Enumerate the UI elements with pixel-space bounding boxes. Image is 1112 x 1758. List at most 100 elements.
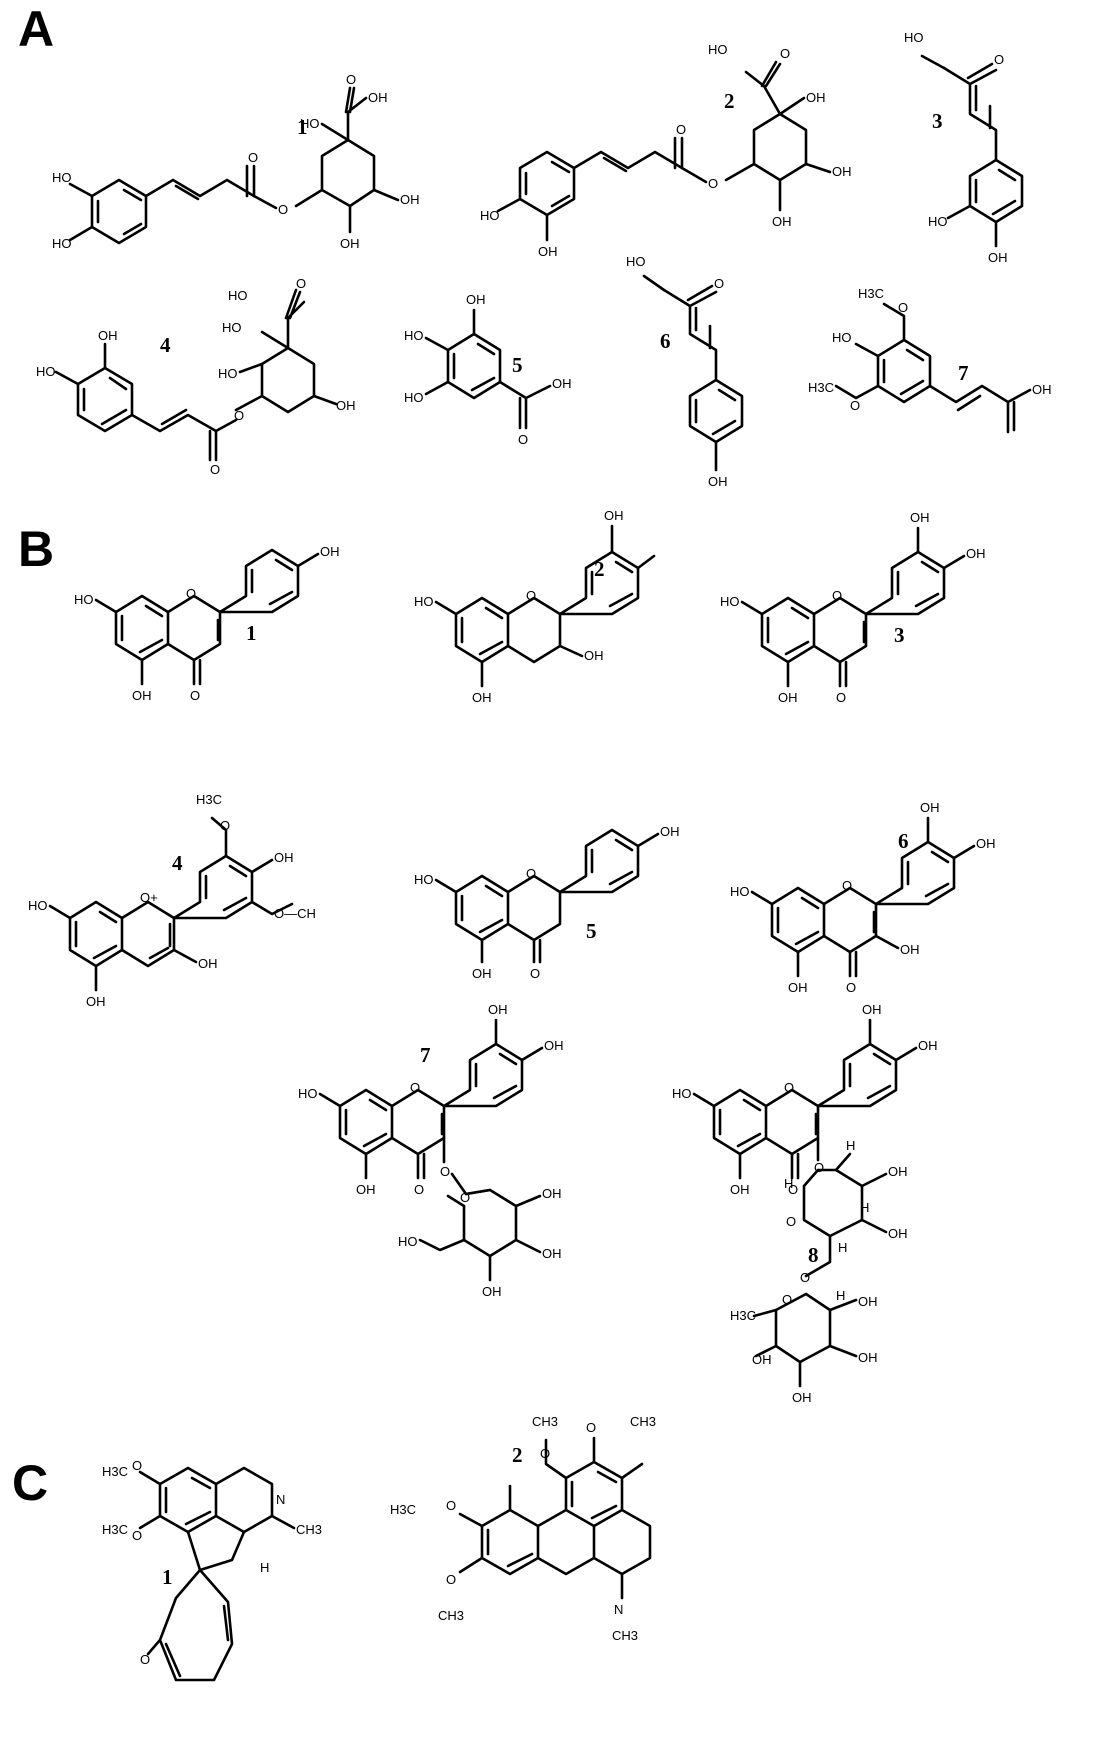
panel-c: H3C O H3C O N CH3 H O 1 CH3 O O CH3 H3C … <box>102 1414 656 1682</box>
label-ho: HO <box>414 594 434 609</box>
compound-number: 1 <box>246 621 257 645</box>
label-ho: HO <box>222 320 242 335</box>
compound-number: 1 <box>162 1565 173 1589</box>
label-ho: HO <box>228 288 248 303</box>
label-oh: OH <box>988 250 1008 265</box>
label-h3c: H3C <box>390 1502 416 1517</box>
compound-number: 4 <box>172 851 183 875</box>
label-oh: OH <box>966 546 986 561</box>
label-oh: OH <box>788 980 808 995</box>
label-o: O <box>780 46 790 61</box>
structure-b6: O HO OH O OH OH OH 6 <box>730 800 996 995</box>
label-ho: HO <box>720 594 740 609</box>
label-oh: OH <box>660 824 680 839</box>
compound-number: 6 <box>898 829 909 853</box>
structure-c2: CH3 O O CH3 H3C O O CH3 N CH3 2 <box>390 1414 656 1643</box>
structure-c1: H3C O H3C O N CH3 H O 1 <box>102 1458 322 1682</box>
label-o: O <box>518 432 528 447</box>
label-oplus: O+ <box>140 890 158 905</box>
label-oh: OH <box>806 90 826 105</box>
label-n: N <box>614 1602 623 1617</box>
label-ho: HO <box>626 254 646 269</box>
label-ho: HO <box>52 236 72 251</box>
label-o: O <box>788 1182 798 1197</box>
label-ho: HO <box>404 328 424 343</box>
label-o: O <box>784 1080 794 1095</box>
label-ho: HO <box>832 330 852 345</box>
label-h3c: H3C <box>102 1464 128 1479</box>
label-o: O <box>898 300 908 315</box>
label-o: O <box>446 1498 456 1513</box>
panel-label-b: B <box>18 521 54 577</box>
structure-a7: H3C O HO H3C O OH 7 <box>808 286 1052 434</box>
structure-a5: OH HO HO O OH 5 <box>404 292 572 447</box>
label-oh: OH <box>552 376 572 391</box>
label-ho: HO <box>52 170 72 185</box>
label-o: O <box>786 1214 796 1229</box>
label-o: O <box>220 818 230 833</box>
label-ho: HO <box>36 364 56 379</box>
panel-a: HO HO O O HO O OH OH OH 1 HO OH O O <box>36 30 1052 489</box>
label-ho: HO <box>28 898 48 913</box>
label-oh: OH <box>888 1164 908 1179</box>
structure-a3: HO O HO OH 3 <box>904 30 1024 265</box>
label-oh: OH <box>772 214 792 229</box>
label-ch3: CH3 <box>532 1414 558 1429</box>
label-o: O <box>210 462 220 477</box>
label-n: N <box>276 1492 285 1507</box>
structure-a4: HO OH O O HO O HO HO OH 4 <box>36 276 356 477</box>
label-o: O <box>714 276 724 291</box>
label-ho: HO <box>730 884 750 899</box>
label-h3c: H3C <box>196 792 222 807</box>
label-oh: OH <box>976 836 996 851</box>
label-ch3: CH3 <box>296 1522 322 1537</box>
label-oh: OH <box>86 994 106 1009</box>
label-oh: OH <box>832 164 852 179</box>
label-ho: HO <box>414 872 434 887</box>
label-oh: OH <box>604 508 624 523</box>
label-o: O <box>842 878 852 893</box>
label-o: O <box>414 1182 424 1197</box>
panel-label-c: C <box>12 1455 48 1511</box>
structure-a2: HO OH O O HO O OH OH OH 2 <box>480 42 852 259</box>
label-h: H <box>836 1288 845 1303</box>
label-o: O <box>782 1292 792 1307</box>
label-h: H <box>784 1176 793 1191</box>
label-ch3: CH3 <box>612 1628 638 1643</box>
label-o: O <box>676 122 686 137</box>
label-ho: HO <box>398 1234 418 1249</box>
structure-b3: O HO OH O OH OH 3 <box>720 510 986 705</box>
label-o: O <box>526 866 536 881</box>
label-oh: OH <box>918 1038 938 1053</box>
label-oh: OH <box>538 244 558 259</box>
panel-b: O HO OH O OH 1 O HO OH OH OH 2 <box>28 508 996 1405</box>
structure-b4: O+ H3C O OH O—CH OH HO OH 4 <box>28 792 316 1009</box>
label-oh: OH <box>920 800 940 815</box>
label-oh: OH <box>320 544 340 559</box>
label-oh: OH <box>858 1294 878 1309</box>
label-oh: OH <box>1032 382 1052 397</box>
label-o: O <box>994 52 1004 67</box>
label-oh: OH <box>584 648 604 663</box>
label-oh: OH <box>198 956 218 971</box>
label-h3c: H3C <box>730 1308 756 1323</box>
compound-number: 7 <box>958 361 969 385</box>
label-o: O <box>832 588 842 603</box>
label-o: O <box>278 202 288 217</box>
label-o: O <box>530 966 540 981</box>
label-o: O <box>586 1420 596 1435</box>
structure-b2: O HO OH OH OH 2 <box>414 508 656 705</box>
label-o: O <box>540 1446 550 1461</box>
compound-number: 3 <box>894 623 905 647</box>
compound-number: 2 <box>512 1443 523 1467</box>
label-o: O <box>190 688 200 703</box>
compound-number: 8 <box>808 1243 819 1267</box>
compound-number: 2 <box>594 557 605 581</box>
label-oh: OH <box>274 850 294 865</box>
label-ho: HO <box>404 390 424 405</box>
label-ho: HO <box>300 116 320 131</box>
label-oh: OH <box>730 1182 750 1197</box>
label-h: H <box>860 1200 869 1215</box>
compound-number: 2 <box>724 89 735 113</box>
